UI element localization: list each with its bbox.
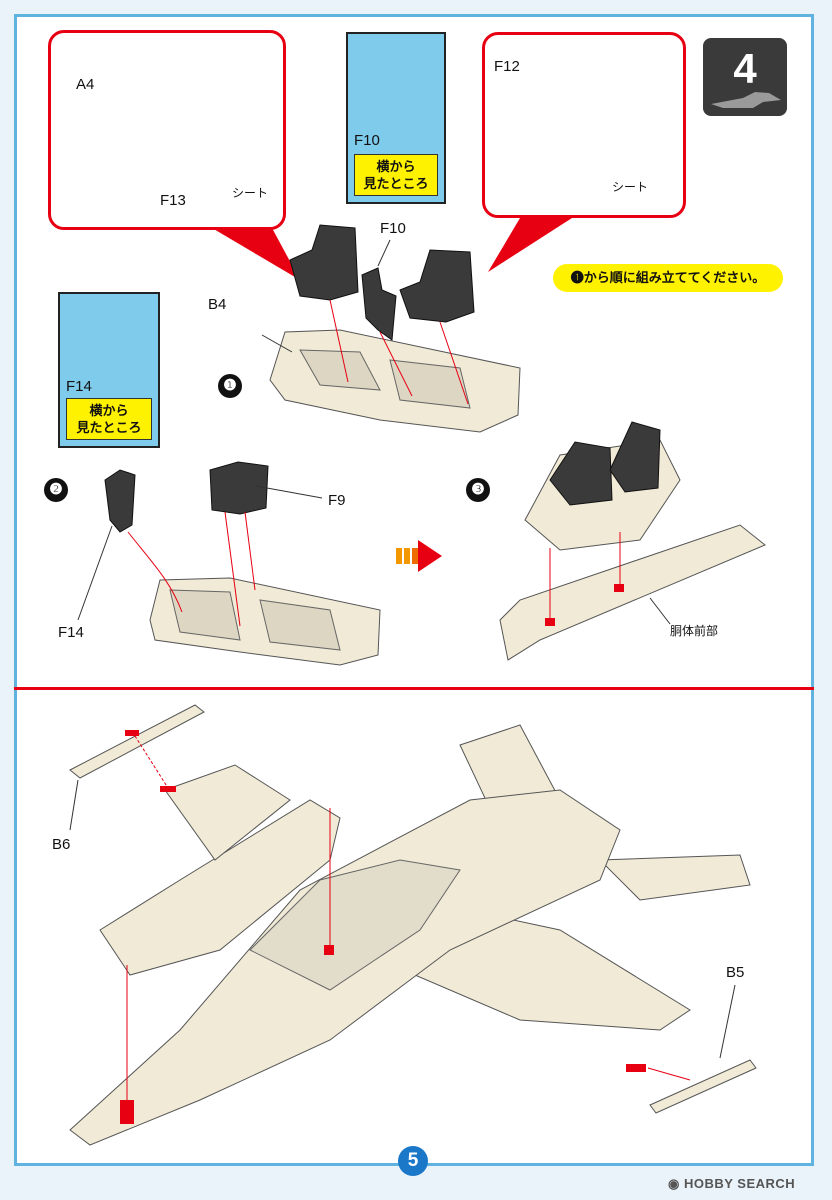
callout-pointer-left: [212, 228, 300, 280]
label-part-f12: F12: [494, 58, 520, 75]
side-view-f14-caption-line1: 横から: [89, 403, 129, 418]
side-view-f14: F14 横から 見たところ: [58, 292, 160, 448]
cockpit-tub-step1: [261, 224, 521, 433]
aircraft-main-art: [69, 704, 757, 1146]
callout-left-seat: [48, 30, 286, 230]
step-badge: 4: [703, 38, 787, 116]
page-number: 5: [398, 1146, 428, 1176]
step-number: 4: [733, 45, 757, 92]
side-view-f14-part: F14: [66, 378, 92, 395]
label-part-f9: F9: [328, 492, 346, 509]
side-view-f10-caption-line1: 横から: [376, 159, 416, 174]
label-seat-left: シート: [232, 186, 269, 200]
next-step-arrow: [396, 540, 442, 572]
assembly-order-note: ❶から順に組み立ててください。: [553, 264, 783, 292]
label-seat-right: シート: [612, 180, 649, 194]
label-part-f14: F14: [58, 624, 84, 641]
side-view-f14-caption: 横から 見たところ: [66, 398, 152, 440]
label-part-a4: A4: [76, 76, 95, 93]
label-part-f10: F10: [380, 220, 406, 237]
jet-silhouette-icon: [711, 92, 781, 108]
side-view-f10: F10 横から 見たところ: [346, 32, 446, 204]
substep-1-number: ❶: [218, 374, 242, 398]
cockpit-tub-step2: [77, 461, 381, 666]
callout-pointer-right: [488, 218, 572, 272]
label-part-b4: B4: [208, 296, 227, 313]
label-fuselage-front: 胴体前部: [670, 624, 719, 638]
substep-2-number: ❷: [44, 478, 68, 502]
section-divider: [14, 687, 814, 690]
callout-right-seat: [482, 32, 686, 218]
fuselage-step3: [499, 421, 766, 661]
label-part-b5: B5: [726, 964, 745, 981]
label-part-b6: B6: [52, 836, 71, 853]
side-view-f14-caption-line2: 見たところ: [76, 420, 142, 435]
watermark-text: HOBBY SEARCH: [683, 1176, 796, 1191]
side-view-f10-caption-line2: 見たところ: [363, 176, 429, 191]
substep-3-number: ❸: [466, 478, 490, 502]
side-view-f10-caption: 横から 見たところ: [354, 154, 438, 196]
label-part-f13: F13: [160, 192, 186, 209]
watermark: ◉ HOBBY SEARCH: [668, 1176, 795, 1192]
watermark-logo-icon: ◉: [668, 1176, 684, 1191]
side-view-f10-part: F10: [354, 132, 380, 149]
